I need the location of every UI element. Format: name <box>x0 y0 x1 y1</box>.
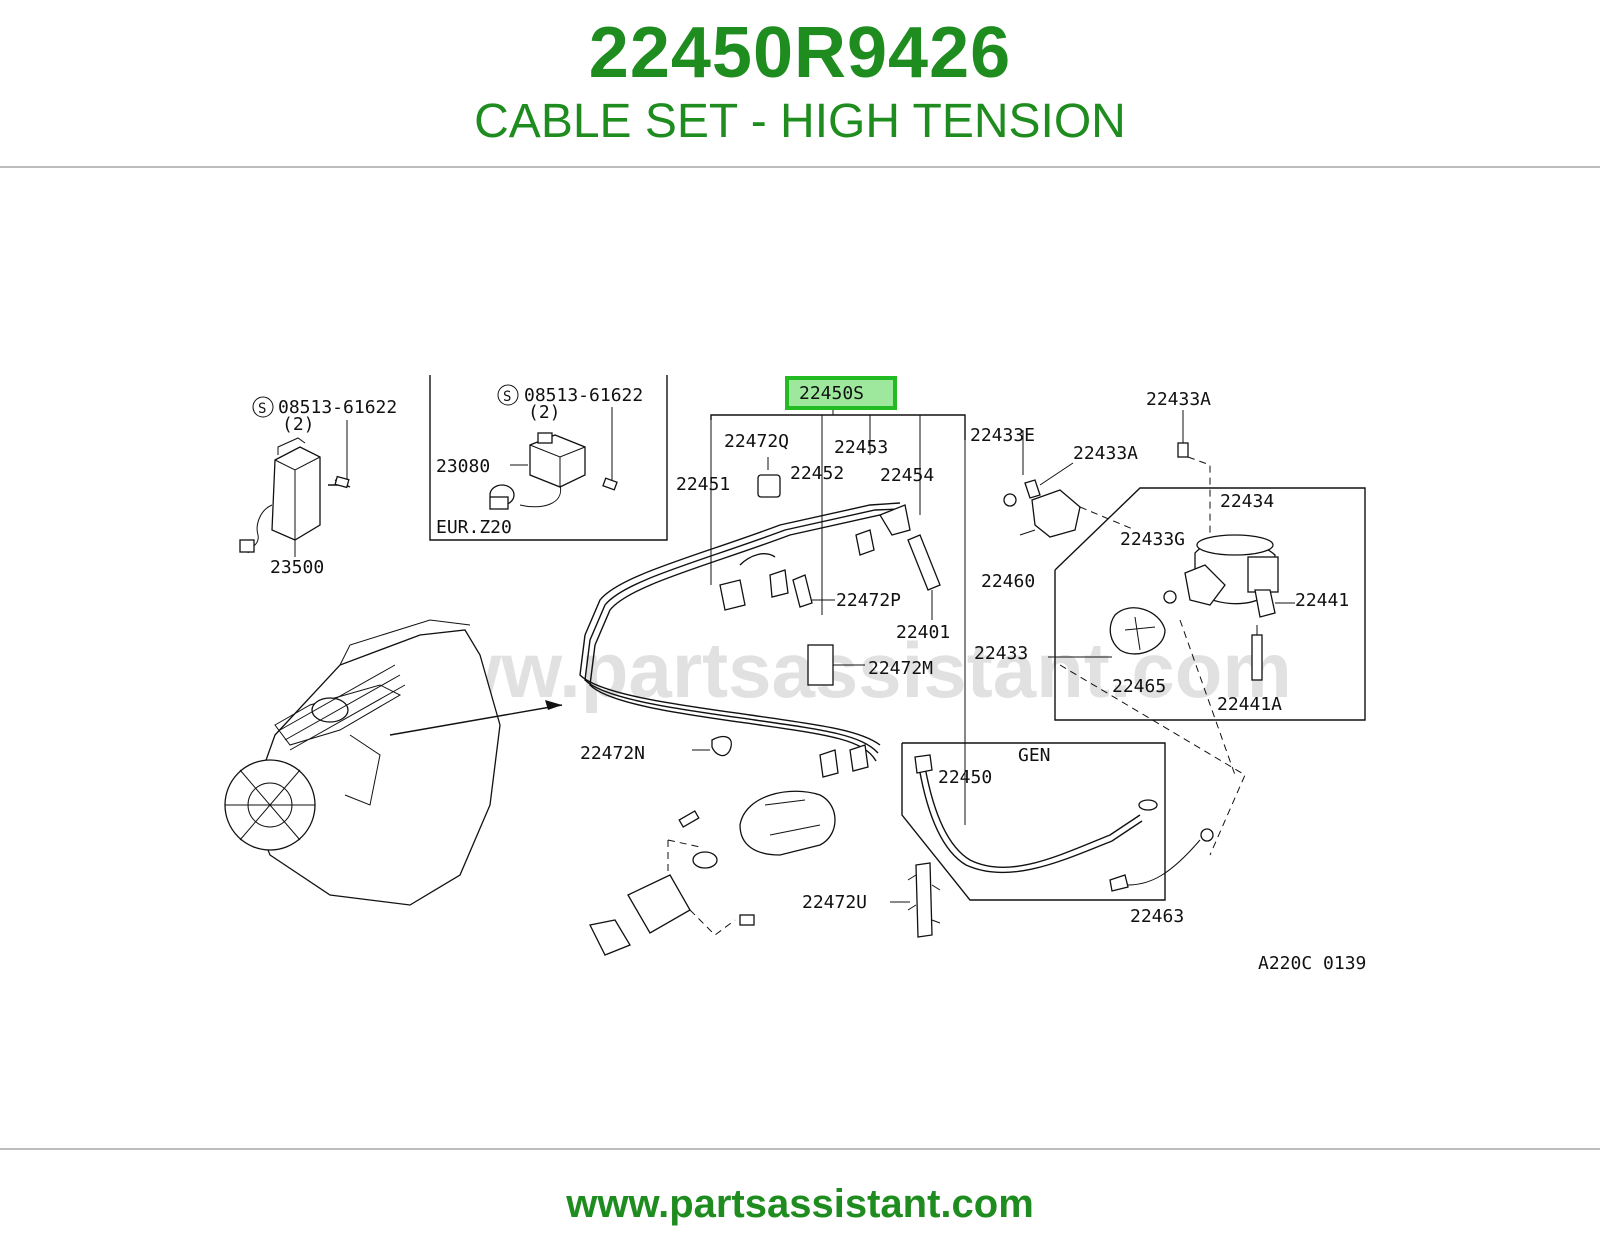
parts-diagram-svg: www.partsassistant.com S 08513-61622 (2)… <box>224 375 1366 974</box>
callout-22441: 22441 <box>1295 590 1349 611</box>
part-name-subtitle: CABLE SET - HIGH TENSION <box>474 95 1126 148</box>
callout-22452: 22452 <box>790 463 844 484</box>
callout-22451: 22451 <box>676 474 730 495</box>
module-23500-drawing: S <box>239 396 351 557</box>
svg-text:S: S <box>258 401 266 417</box>
callout-22441a: 22441A <box>1217 694 1282 715</box>
s-symbol-inset-icon <box>497 384 519 406</box>
diagram-code: A220C 0139 <box>1258 953 1366 974</box>
svg-text:S: S <box>503 389 511 405</box>
callout-22472n: 22472N <box>580 743 645 764</box>
callout-08513-left: 08513-61622 <box>278 397 397 418</box>
callout-22472u: 22472U <box>802 892 867 913</box>
footer-website-link[interactable]: www.partsassistant.com <box>566 1182 1034 1226</box>
callout-22463: 22463 <box>1130 906 1184 927</box>
header-divider <box>0 166 1600 168</box>
callout-22450: 22450 <box>938 767 992 788</box>
callout-08513-inset: 08513-61622 <box>524 385 643 406</box>
callout-23080: 23080 <box>436 456 490 477</box>
callout-22453: 22453 <box>834 437 888 458</box>
callout-22472q: 22472Q <box>724 431 789 452</box>
callout-22433a-mid: 22433A <box>1073 443 1138 464</box>
cable-set-22450s-drawing <box>579 405 966 956</box>
page-header: 22450R9426 CABLE SET - HIGH TENSION <box>0 0 1600 168</box>
callout-22433e: 22433E <box>970 425 1035 446</box>
callout-23500: 23500 <box>270 557 324 578</box>
engine-block-drawing <box>224 619 563 906</box>
callout-22401: 22401 <box>896 622 950 643</box>
inset-eur-z20: S <box>429 375 668 541</box>
callout-22434: 22434 <box>1220 491 1274 512</box>
callout-22433a-top: 22433A <box>1146 389 1211 410</box>
callout-22465: 22465 <box>1112 676 1166 697</box>
gen-cable-drawing <box>901 415 1214 901</box>
parts-diagram: www.partsassistant.com S 08513-61622 (2)… <box>180 335 1420 1020</box>
callout-gen: GEN <box>1018 745 1051 766</box>
callout-22472p: 22472P <box>836 590 901 611</box>
s-symbol-icon <box>252 396 274 418</box>
callout-22450s: 22450S <box>799 383 864 404</box>
callout-22433: 22433 <box>974 643 1028 664</box>
callout-22472m: 22472M <box>868 658 933 679</box>
callout-22433g: 22433G <box>1120 529 1185 550</box>
callout-eur-z20: EUR.Z20 <box>436 517 512 538</box>
callout-22460: 22460 <box>981 571 1035 592</box>
callout-22454: 22454 <box>880 465 934 486</box>
part-number-title: 22450R9426 <box>588 13 1012 93</box>
callout-08513-left-qty: (2) <box>282 414 315 435</box>
highlight-22450s-box <box>785 376 897 410</box>
footer-divider <box>0 1148 1600 1150</box>
ignition-coil-drawing <box>1003 410 1366 856</box>
callout-08513-inset-qty: (2) <box>528 402 561 423</box>
